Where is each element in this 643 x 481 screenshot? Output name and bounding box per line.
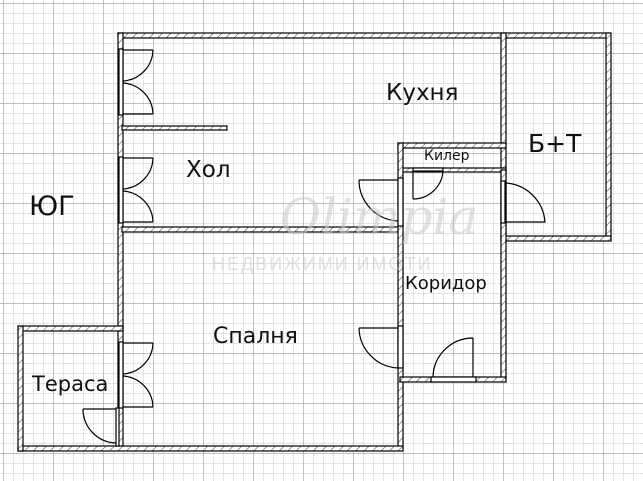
room-label-bedroom: Спалня [213, 324, 298, 349]
door-storage [412, 170, 444, 200]
door-hall-corridor [358, 179, 399, 222]
orientation-label: ЮГ [29, 191, 75, 222]
door-bedroom-lower [122, 375, 154, 408]
wall-top [117, 32, 611, 39]
door-kitchen-lower [122, 82, 154, 115]
room-label-kitchen: Кухня [386, 80, 459, 106]
door-frame-entrance [430, 376, 477, 383]
door-terrace [82, 408, 117, 444]
room-label-terrace: Тераса [32, 372, 109, 396]
door-bath [504, 182, 546, 223]
door-frame-terrace [115, 407, 120, 447]
wall-hall-divider [121, 125, 228, 131]
door-frame-bedroom [118, 341, 124, 409]
watermark-script: Olimpia [280, 188, 479, 246]
room-label-bathroom: Б+Т [528, 129, 582, 158]
door-hall-upper [122, 157, 154, 190]
wall-bottom [17, 445, 404, 452]
door-bedroom-corridor [358, 327, 399, 369]
wall-terrace-left [17, 325, 24, 452]
wall-bath-right [605, 32, 612, 241]
room-label-storage: Килер [424, 148, 470, 164]
door-bedroom-upper [122, 342, 154, 375]
door-frame-bath [500, 180, 506, 224]
watermark-subtitle: НЕДВИЖИМИ ИМОТИ [212, 254, 433, 274]
door-frame-bedroom-corridor [397, 325, 404, 369]
door-hall-lower [122, 190, 154, 223]
room-label-corridor: Коридор [405, 273, 487, 294]
door-frame-hall-corridor [397, 177, 404, 227]
door-frame-kitchen [118, 48, 124, 116]
door-entrance [432, 337, 474, 378]
room-label-hall: Хол [186, 157, 231, 183]
door-frame-hall [118, 156, 124, 224]
door-frame-storage [412, 167, 444, 172]
door-kitchen-upper [122, 49, 154, 82]
wall-bath-bottom [500, 235, 612, 242]
doors [82, 48, 546, 447]
wall-terrace-top [17, 325, 124, 332]
